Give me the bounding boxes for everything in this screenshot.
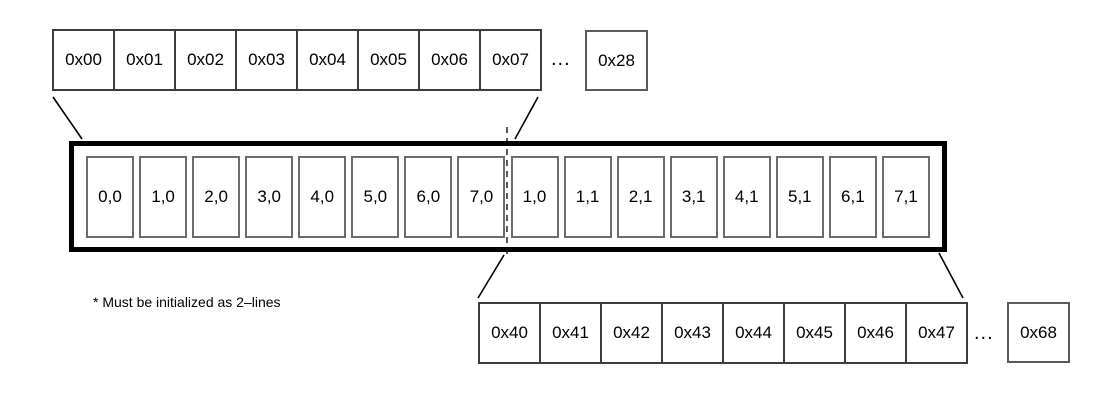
memory-cell: 0x05 — [357, 29, 420, 91]
memory-cell: 0x00 — [52, 29, 115, 91]
memory-cell: 0x07 — [479, 29, 542, 91]
connector-top-right — [514, 96, 539, 140]
cache-cell: 1,1 — [563, 155, 612, 238]
memory-cell: 0x42 — [600, 302, 663, 364]
cache-cell: 5,1 — [775, 155, 824, 238]
cache-line-container: 0,0 1,0 2,0 3,0 4,0 5,0 6,0 7,0 1,0 1,1 … — [69, 141, 947, 252]
memory-row-top: 0x00 0x01 0x02 0x03 0x04 0x05 0x06 0x07 — [52, 29, 542, 91]
memory-cell: 0x01 — [113, 29, 176, 91]
memory-cell: 0x40 — [478, 302, 541, 364]
cache-cell: 4,0 — [298, 155, 347, 238]
cache-cell: 1,0 — [139, 155, 188, 238]
cache-cell: 5,0 — [351, 155, 400, 238]
memory-cell: 0x44 — [722, 302, 785, 364]
memory-cell: 0x06 — [418, 29, 481, 91]
connector-bottom-left — [477, 254, 505, 299]
memory-cell-end-top: 0x28 — [585, 30, 648, 91]
memory-cell: 0x04 — [296, 29, 359, 91]
cache-cell: 6,0 — [404, 155, 453, 238]
memory-cell: 0x45 — [783, 302, 846, 364]
memory-row-bottom: 0x40 0x41 0x42 0x43 0x44 0x45 0x46 0x47 — [478, 302, 968, 364]
footnote-text: * Must be initialized as 2–lines — [93, 294, 281, 310]
cache-cell: 2,1 — [616, 155, 665, 238]
ellipsis-bottom: ... — [974, 322, 994, 344]
cache-cell: 3,0 — [245, 155, 294, 238]
memory-cell: 0x47 — [905, 302, 968, 364]
ellipsis-top: ... — [551, 48, 571, 70]
connector-top-left — [52, 96, 83, 140]
memory-cell: 0x03 — [235, 29, 298, 91]
cache-cell: 7,1 — [881, 155, 930, 238]
memory-cell: 0x46 — [844, 302, 907, 364]
cache-cell: 3,1 — [669, 155, 718, 238]
cache-cell: 4,1 — [722, 155, 771, 238]
memory-cell-end-bottom: 0x68 — [1007, 302, 1070, 363]
cache-cell: 2,0 — [192, 155, 241, 238]
memory-cell: 0x41 — [539, 302, 602, 364]
memory-cell: 0x02 — [174, 29, 237, 91]
connector-bottom-right — [938, 252, 964, 299]
cache-cell: 1,0 — [510, 155, 559, 238]
cache-cell: 0,0 — [86, 155, 134, 238]
cache-cell: 6,1 — [828, 155, 877, 238]
cache-cell: 7,0 — [457, 155, 506, 238]
memory-cell: 0x43 — [661, 302, 724, 364]
